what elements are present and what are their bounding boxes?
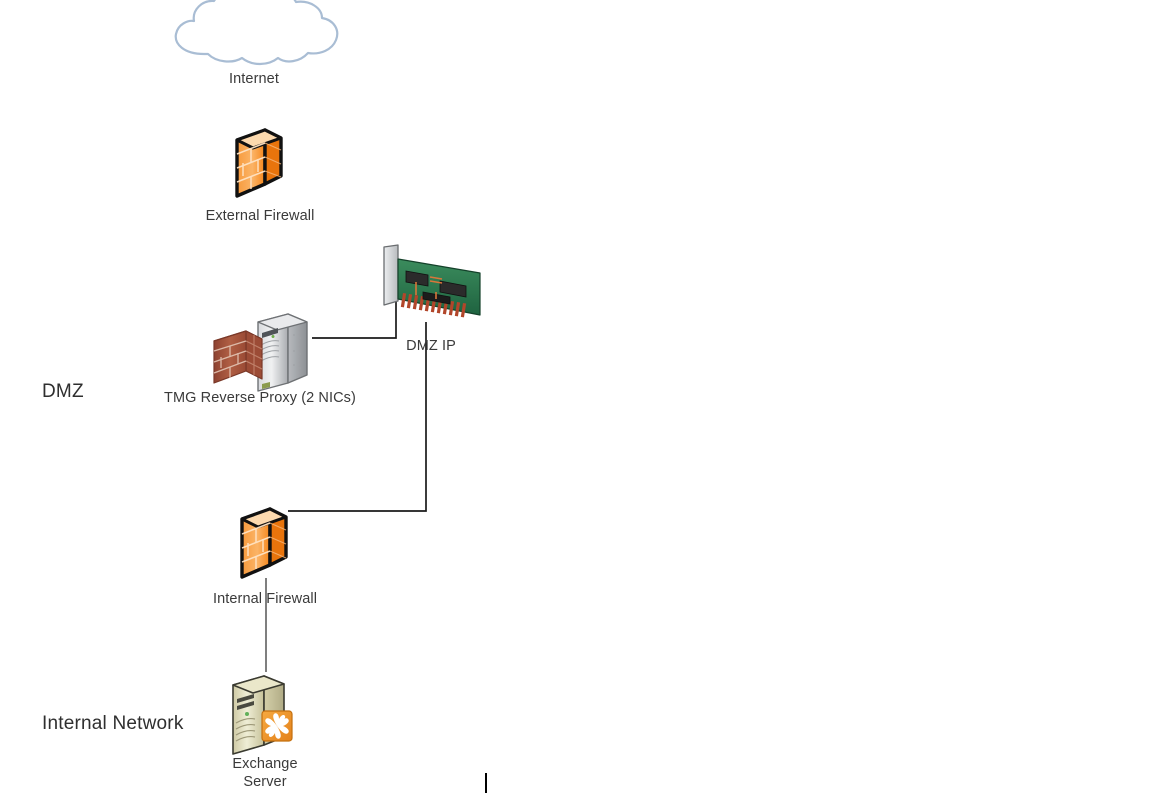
network-card-icon bbox=[383, 244, 481, 318]
node-label-internet: Internet bbox=[229, 71, 279, 87]
node-label-tmg-reverse-proxy: TMG Reverse Proxy (2 NICs) bbox=[164, 390, 356, 406]
firewall-icon bbox=[240, 507, 288, 579]
node-dmz-nic[interactable] bbox=[378, 243, 488, 335]
firewall-icon bbox=[235, 128, 283, 198]
server-firewall-icon bbox=[213, 313, 308, 392]
exchange-label-line-2: Server bbox=[243, 774, 287, 791]
node-label-external-firewall: External Firewall bbox=[205, 208, 315, 224]
node-label-dmz-nic: DMZ IP bbox=[406, 338, 456, 354]
exchange-server-icon bbox=[232, 675, 293, 755]
node-internet[interactable] bbox=[168, 0, 340, 70]
cloud-icon bbox=[174, 0, 339, 66]
exchange-label-line-1: Exchange bbox=[232, 756, 298, 772]
exchange-logo-glyph bbox=[265, 713, 289, 739]
text-caret bbox=[485, 773, 487, 793]
node-tmg-reverse-proxy[interactable] bbox=[210, 305, 316, 393]
node-external-firewall[interactable] bbox=[231, 126, 293, 202]
node-exchange-server[interactable] bbox=[228, 669, 306, 761]
zone-label-internal-network: Internal Network bbox=[42, 713, 184, 734]
node-internal-firewall[interactable] bbox=[236, 505, 298, 583]
node-label-exchange-server: Exchange Server bbox=[185, 755, 345, 791]
zone-label-dmz: DMZ bbox=[42, 381, 84, 402]
node-label-internal-firewall: Internal Firewall bbox=[212, 591, 318, 607]
